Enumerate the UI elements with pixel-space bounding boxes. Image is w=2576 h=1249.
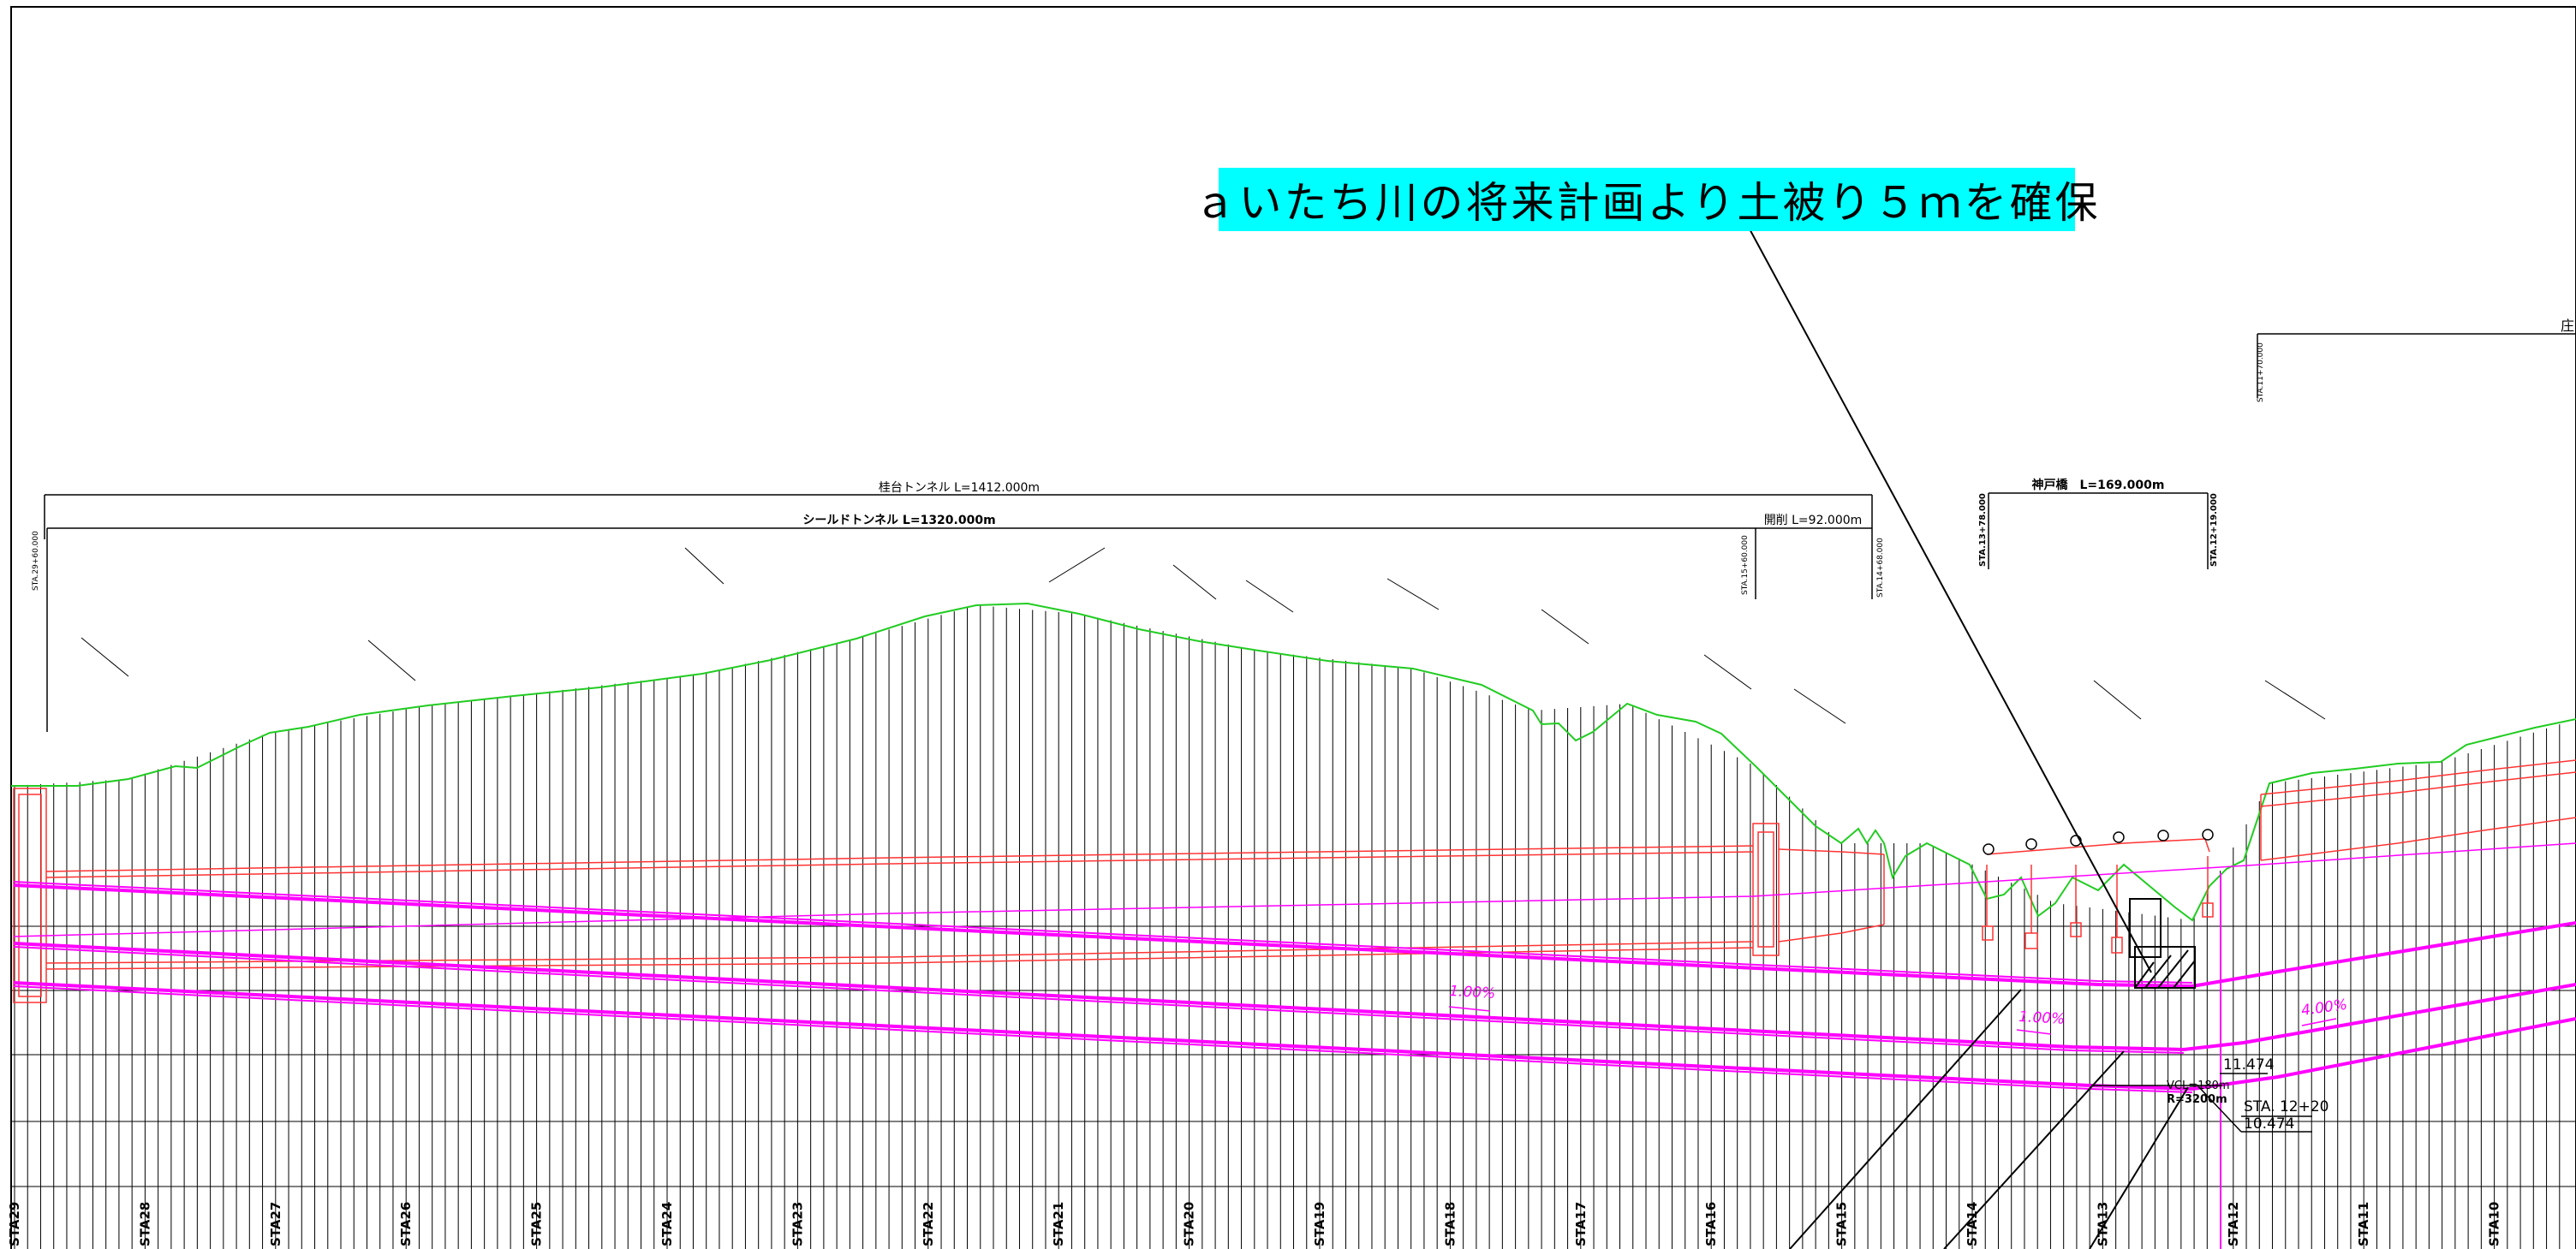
station-label: STA10 [2487,1202,2502,1246]
bridge-dimension [1988,333,2576,569]
sta-marker: STA.11+70.000 [2257,342,2265,402]
vc-value-bottom: 10.474 [2244,1115,2294,1133]
station-label: STA26 [398,1202,414,1246]
tunnel-dimension [44,494,1873,732]
leader-lines [1746,223,2189,1249]
corner-label: 庄 [2561,318,2574,334]
profile-grade-lines [13,842,2576,1249]
vc-value-top: 11.474 [2223,1056,2274,1074]
bridge-abutment [2129,898,2196,989]
station-label: STA17 [1573,1202,1589,1246]
grade-label: 4.00% [2300,996,2348,1020]
sta-marker: STA.14+68.000 [1876,538,1885,598]
ground-surface-line [11,602,2576,922]
station-label: STA18 [1442,1202,1458,1246]
grade-label: 1.00% [1449,983,1496,1002]
tunnel-structure [13,759,2576,1003]
grade-label: 1.00% [2018,1008,2066,1028]
vc-station: STA. 12+20 [2244,1098,2329,1115]
bridge-label: 神戸橋 L=169.000m [2031,478,2164,492]
station-label: STA25 [529,1202,545,1246]
station-label: STA16 [1703,1202,1719,1246]
tunnel-total-label: 桂台トンネル L=1412.000m [879,481,1040,495]
station-labels: STA29 STA28 STA27 STA26 STA25 STA24 STA23 STA22… [7,1202,2502,1246]
station-label: STA11 [2356,1202,2371,1246]
grade-arrows [1448,1006,2337,1035]
callout-text: ａいたち川の将来計画より土被り５ｍを確保 [1193,178,2101,228]
station-label: STA20 [1182,1202,1197,1246]
sta-marker: STA.12+19.000 [2209,493,2219,567]
vertical-curve-leaders [2091,1073,2312,1133]
station-label: STA29 [7,1202,22,1246]
station-grid [14,605,2561,1249]
callout-box: ａいたち川の将来計画より土被り５ｍを確保 [1194,168,2098,231]
cut-section-label: 開削 L=92.000m [1764,514,1863,527]
sta-marker: STA.13+78.000 [1978,493,1988,567]
station-label: STA23 [790,1202,805,1246]
station-label: STA21 [1051,1202,1066,1246]
station-label: STA19 [1312,1202,1327,1246]
shield-tunnel-label: シールドトンネル L=1320.000m [802,514,995,527]
drawing-frame [10,6,2576,1249]
station-label: STA15 [1834,1202,1850,1246]
station-label: STA28 [137,1202,152,1246]
vc-radius: R=3200m [2167,1093,2227,1106]
station-label: STA24 [659,1202,675,1246]
boring-markers [80,547,2326,724]
sta-marker: STA.15+60.000 [1741,535,1750,595]
station-label: STA12 [2226,1202,2241,1246]
station-label: STA13 [2095,1202,2110,1246]
pier-markers [1983,829,2214,855]
station-label: STA27 [268,1202,283,1246]
elevation-grid [11,925,2576,1187]
vc-length: VCL=180m [2167,1079,2230,1092]
station-label: STA22 [921,1202,936,1246]
sta-marker: STA.29+60.000 [32,531,40,591]
